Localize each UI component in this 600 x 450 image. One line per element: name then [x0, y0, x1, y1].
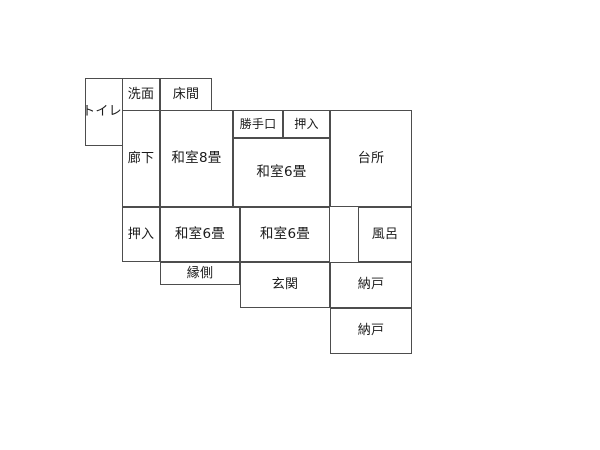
- room-closet-top: 押入: [283, 110, 330, 138]
- room-label-kitchen: 台所: [357, 150, 385, 166]
- room-label-washitsu-6jo-southwest: 和室6畳: [174, 226, 226, 243]
- room-washitsu-8jo: 和室8畳: [160, 110, 233, 207]
- room-label-bath: 風呂: [371, 226, 399, 242]
- room-label-kitchen-door: 勝手口: [239, 116, 277, 131]
- room-label-tokonoma: 床間: [172, 86, 200, 102]
- room-tokonoma: 床間: [160, 78, 212, 111]
- room-label-storage-upper: 納戸: [357, 277, 385, 293]
- room-washitsu-6jo-northeast: 和室6畳: [233, 138, 330, 207]
- room-corridor: 廊下: [122, 110, 160, 207]
- room-storage-lower: 納戸: [330, 308, 412, 354]
- room-label-engawa: 縁側: [186, 265, 214, 281]
- room-label-washitsu-6jo-southeast: 和室6畳: [259, 226, 311, 243]
- room-washitsu-6jo-southwest: 和室6畳: [160, 207, 240, 262]
- room-bath: 風呂: [358, 207, 412, 262]
- room-label-closet-top: 押入: [294, 116, 319, 131]
- room-kitchen: 台所: [330, 110, 412, 207]
- room-kitchen-door: 勝手口: [233, 110, 283, 138]
- room-label-closet-left: 押入: [127, 226, 155, 242]
- room-label-storage-lower: 納戸: [357, 323, 385, 339]
- room-toilet: トイレ: [82, 78, 123, 146]
- room-label-washitsu-8jo: 和室8畳: [171, 150, 222, 167]
- room-label-toilet: トイレ: [82, 104, 122, 120]
- room-label-washitsu-6jo-northeast: 和室6畳: [256, 164, 307, 181]
- room-label-entrance: 玄関: [271, 277, 299, 293]
- room-washitsu-6jo-southeast: 和室6畳: [240, 207, 330, 262]
- room-label-washroom: 洗面: [127, 86, 155, 102]
- room-washroom: 洗面: [122, 78, 160, 111]
- room-label-corridor: 廊下: [127, 150, 155, 166]
- room-engawa: 縁側: [160, 262, 240, 285]
- room-storage-upper: 納戸: [330, 262, 412, 308]
- room-closet-left: 押入: [122, 207, 160, 262]
- room-entrance: 玄関: [240, 262, 330, 308]
